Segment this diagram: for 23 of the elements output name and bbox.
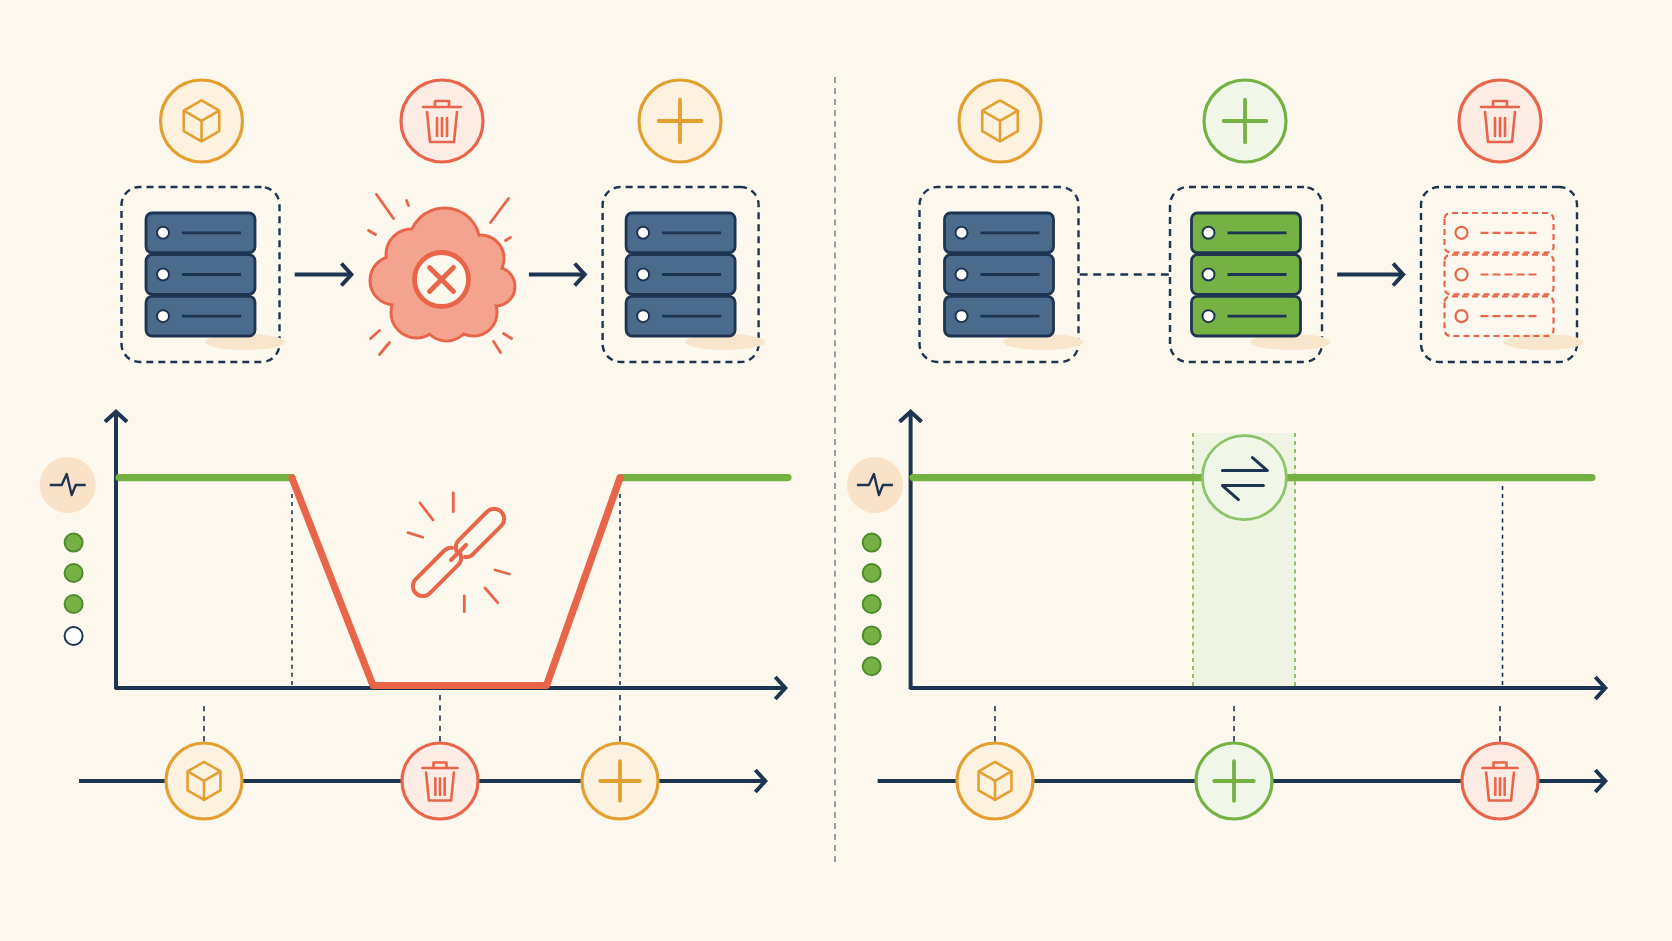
connector-line (1079, 273, 1169, 276)
icon-circle (164, 741, 244, 821)
leader-line (1233, 705, 1235, 743)
icon-circle (1194, 741, 1274, 821)
icon-circle (1460, 741, 1540, 821)
arrow (1337, 262, 1406, 287)
icon-circle (955, 741, 1035, 821)
icon-circle (580, 741, 660, 821)
arrow (528, 262, 588, 287)
dashed-frame (1168, 185, 1324, 364)
dashed-frame (1419, 185, 1579, 364)
leader-line (994, 705, 996, 743)
x-axis (909, 675, 1608, 701)
x-axis (115, 675, 788, 701)
leader-line (1499, 705, 1501, 743)
leader-line (203, 705, 205, 743)
dashed-frame (918, 185, 1080, 364)
leader-line (439, 694, 441, 743)
arrow (294, 262, 355, 287)
icon-circle (400, 741, 480, 821)
dashed-frame (601, 185, 760, 364)
leader-line (619, 694, 621, 743)
dashed-frame (120, 185, 281, 364)
